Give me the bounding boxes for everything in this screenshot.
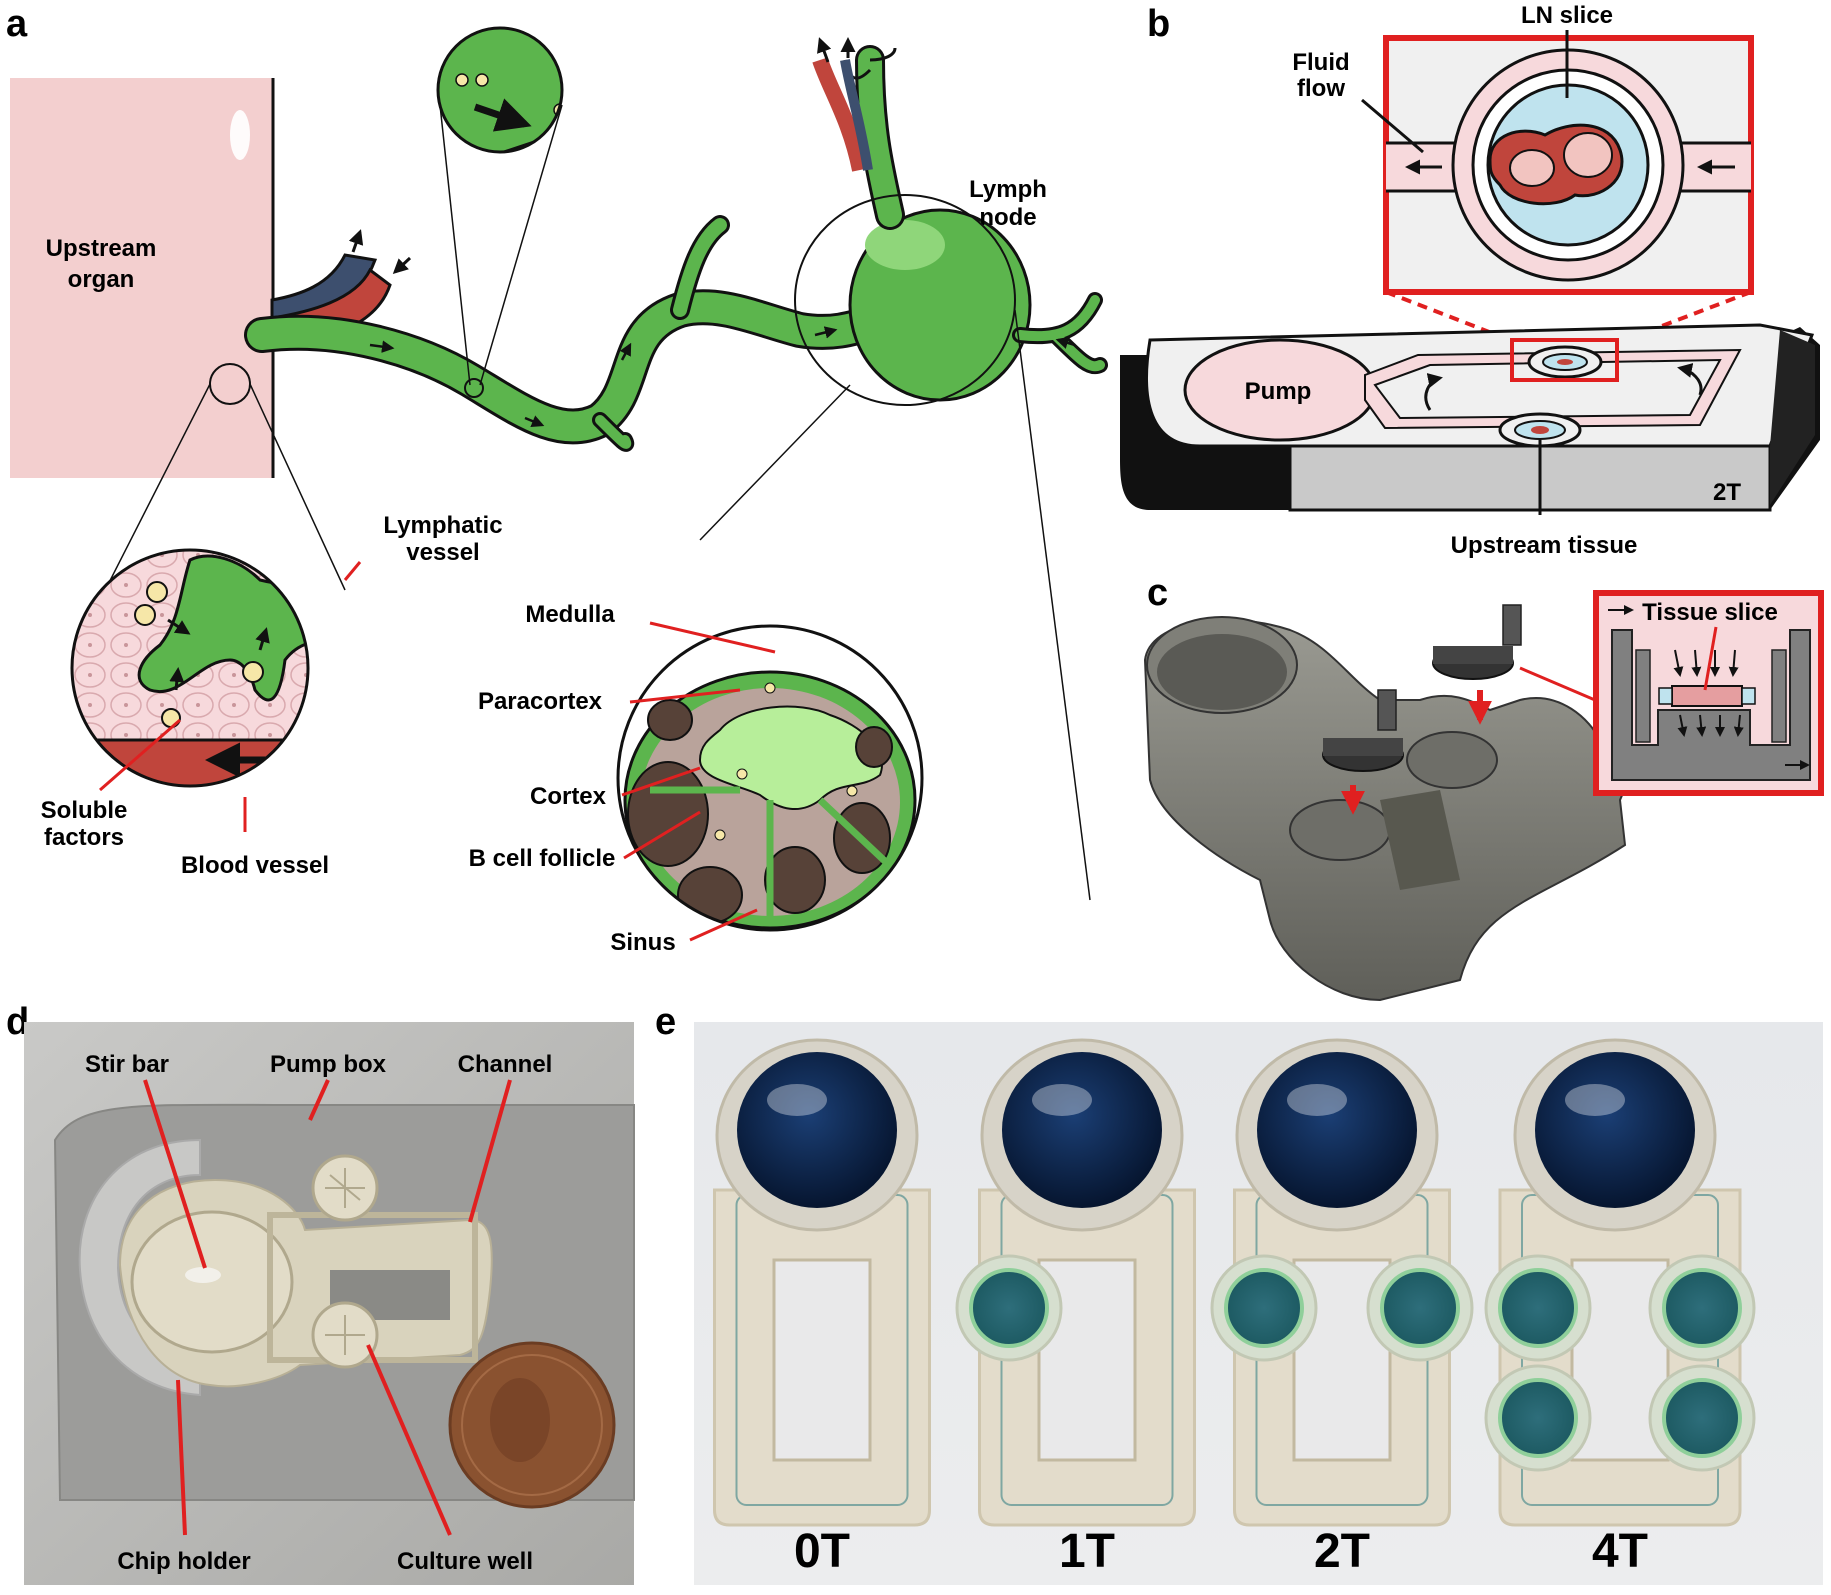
- panel-a: a Upstream organ: [6, 3, 1108, 956]
- reservoir-highlight: [1032, 1084, 1092, 1116]
- soluble-factors-label-2: factors: [44, 824, 124, 851]
- channel-label: Channel: [458, 1051, 553, 1078]
- b-cell-follicle-label: B cell follicle: [469, 845, 616, 872]
- soluble-factors-label-1: Soluble: [41, 797, 128, 824]
- culture-well: [1498, 1378, 1578, 1458]
- upstream-organ-label-2: organ: [68, 266, 135, 293]
- vessel-zoom-top: [438, 28, 562, 152]
- medulla-label: Medulla: [525, 601, 615, 628]
- panel-c: c Tissue slice: [1143, 572, 1824, 1002]
- pump-box-label: Pump box: [270, 1051, 387, 1078]
- chip-holder-label: Chip holder: [117, 1548, 250, 1575]
- culture-well: [1662, 1268, 1742, 1348]
- culture-well: [1224, 1268, 1304, 1348]
- lymphatic-network: [244, 37, 1108, 452]
- reservoir-highlight: [767, 1084, 827, 1116]
- panel-label-d: d: [6, 1001, 29, 1043]
- lymph-node-label-1: Lymph: [969, 176, 1047, 203]
- ink-reservoir: [1257, 1052, 1417, 1208]
- panel-label-e: e: [655, 1001, 676, 1043]
- panel-d: d Stir bar Pump box Channel Chip holder …: [6, 1001, 635, 1585]
- lymphatic-vessel-label-2: vessel: [406, 539, 479, 566]
- chip-label-1t: 1T: [1059, 1525, 1115, 1578]
- sinus-label: Sinus: [610, 929, 675, 956]
- culture-well: [1380, 1268, 1460, 1348]
- panel-label-b: b: [1147, 3, 1170, 45]
- blood-vessel-label: Blood vessel: [181, 852, 329, 879]
- ink-reservoir: [737, 1052, 897, 1208]
- reservoir-highlight: [1565, 1084, 1625, 1116]
- stir-bar: [185, 1267, 221, 1283]
- chip-label-2t: 2T: [1314, 1525, 1370, 1578]
- culture-well-label: Culture well: [397, 1548, 533, 1575]
- lymphatic-zoom: [72, 550, 308, 786]
- upstream-organ: [10, 78, 273, 478]
- chip-row: [713, 1038, 1756, 1527]
- panel-label-c: c: [1147, 572, 1168, 614]
- paracortex-label: Paracortex: [478, 688, 603, 715]
- lymph-node-label-2: node: [979, 204, 1036, 231]
- fluid-flow-label-2: flow: [1297, 75, 1345, 102]
- culture-well: [1498, 1268, 1578, 1348]
- panel-b: b LN slice Fluid flow Pump: [1120, 2, 1820, 559]
- tissue-slice-label: Tissue slice: [1642, 599, 1778, 626]
- panel-label-a: a: [6, 3, 28, 45]
- ink-reservoir: [1002, 1052, 1162, 1208]
- chip-cutout: [772, 1258, 872, 1462]
- cortex-label: Cortex: [530, 783, 607, 810]
- lymphatic-vessel-label-1: Lymphatic: [383, 512, 502, 539]
- culture-well: [1662, 1378, 1742, 1458]
- ink-reservoir: [1535, 1052, 1695, 1208]
- stir-bar-label: Stir bar: [85, 1051, 169, 1078]
- culture-well: [969, 1268, 1049, 1348]
- chip-code-label: 2T: [1713, 479, 1741, 506]
- upstream-organ-label-1: Upstream: [46, 235, 157, 262]
- chip-label-4t: 4T: [1592, 1525, 1648, 1578]
- pump-label: Pump: [1245, 378, 1312, 405]
- panel-e: e 0T 1T 2T 4T: [655, 1001, 1823, 1585]
- lymph-node-zoom: [618, 626, 922, 930]
- chip-label-0t: 0T: [794, 1525, 850, 1578]
- upstream-tissue-label: Upstream tissue: [1451, 532, 1638, 559]
- reservoir-highlight: [1287, 1084, 1347, 1116]
- fluid-flow-label-1: Fluid: [1292, 49, 1349, 76]
- ln-slice-label: LN slice: [1521, 2, 1613, 29]
